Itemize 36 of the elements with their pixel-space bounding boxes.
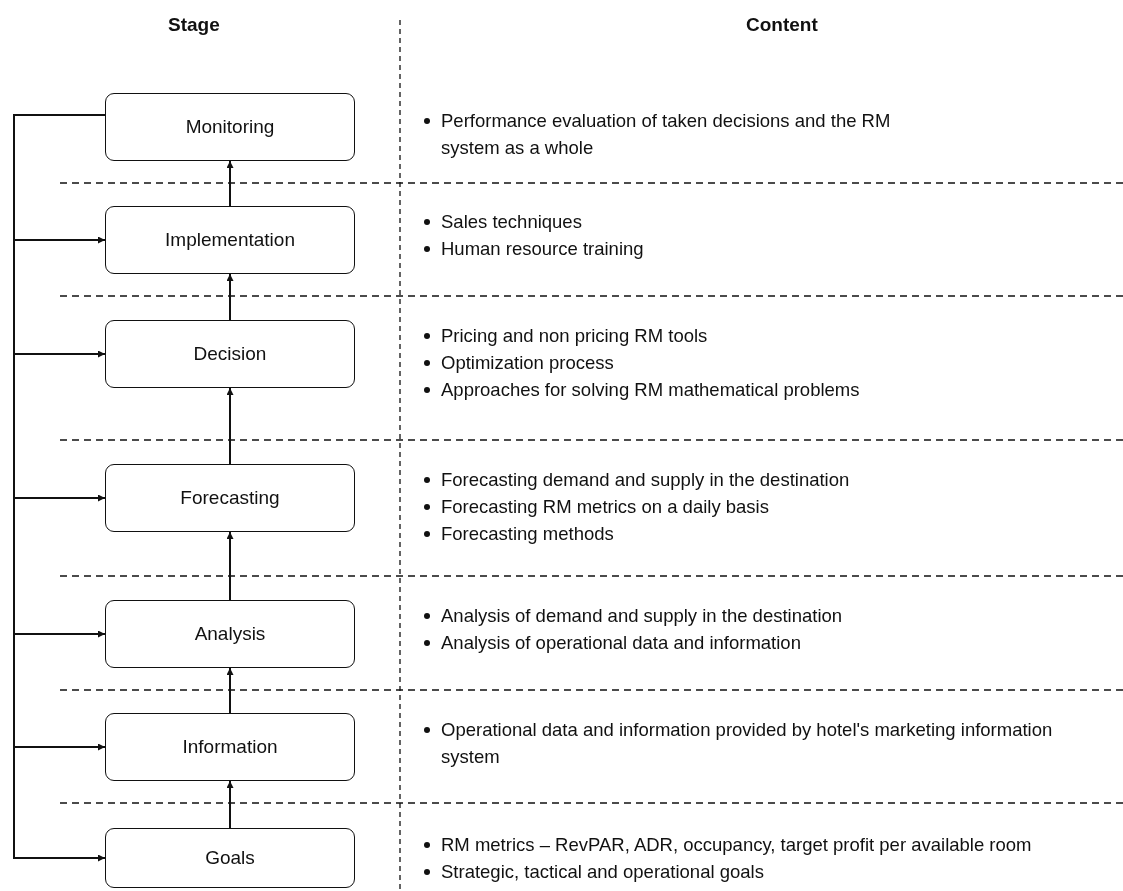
bullet-item: Analysis of operational data and information bbox=[418, 629, 1121, 656]
arrow bbox=[226, 387, 234, 465]
stage-label: Monitoring bbox=[185, 116, 275, 138]
stage-label: Goals bbox=[205, 847, 255, 869]
stage-box bbox=[105, 828, 355, 888]
stage-box bbox=[105, 320, 355, 388]
stage-box bbox=[105, 464, 355, 532]
bullet-item: Approaches for solving RM mathematical problems bbox=[418, 376, 1121, 403]
stage-label: Analysis bbox=[194, 623, 266, 645]
stage-label: Information bbox=[182, 736, 278, 758]
column-heading: Stage bbox=[168, 14, 220, 36]
stage-label: Forecasting bbox=[180, 487, 280, 509]
bullet-item: Pricing and non pricing RM tools bbox=[418, 322, 1121, 349]
arrow bbox=[226, 667, 234, 714]
bullet-item: Operational data and information provided by hotel's marketing information system bbox=[418, 716, 1081, 770]
stage-box bbox=[105, 713, 355, 781]
bullet-item: Forecasting methods bbox=[418, 520, 1121, 547]
bullet-item: Analysis of demand and supply in the destination bbox=[418, 602, 1121, 629]
bullet-item: Forecasting RM metrics on a daily basis bbox=[418, 493, 1121, 520]
stage-box bbox=[105, 600, 355, 668]
bullet-item: RM metrics – RevPAR, ADR, occupancy, target profit per available room bbox=[418, 831, 1121, 858]
stage-box bbox=[105, 93, 355, 161]
bullet-item: Strategic, tactical and operational goals bbox=[418, 858, 1121, 885]
bullet-item: Sales techniques bbox=[418, 208, 1121, 235]
arrow bbox=[226, 531, 234, 601]
bullet-item: Forecasting demand and supply in the destination bbox=[418, 466, 1121, 493]
bullet-item: Performance evaluation of taken decisions and the RM system as a whole bbox=[418, 107, 941, 161]
bullet-item: Human resource training bbox=[418, 235, 1121, 262]
arrow bbox=[226, 273, 234, 321]
arrow bbox=[226, 780, 234, 829]
arrow bbox=[226, 160, 234, 207]
column-heading: Content bbox=[746, 14, 818, 36]
stage-label: Implementation bbox=[165, 229, 295, 251]
stage-box bbox=[105, 206, 355, 274]
stage-label: Decision bbox=[193, 343, 267, 365]
bullet-item: Optimization process bbox=[418, 349, 1121, 376]
